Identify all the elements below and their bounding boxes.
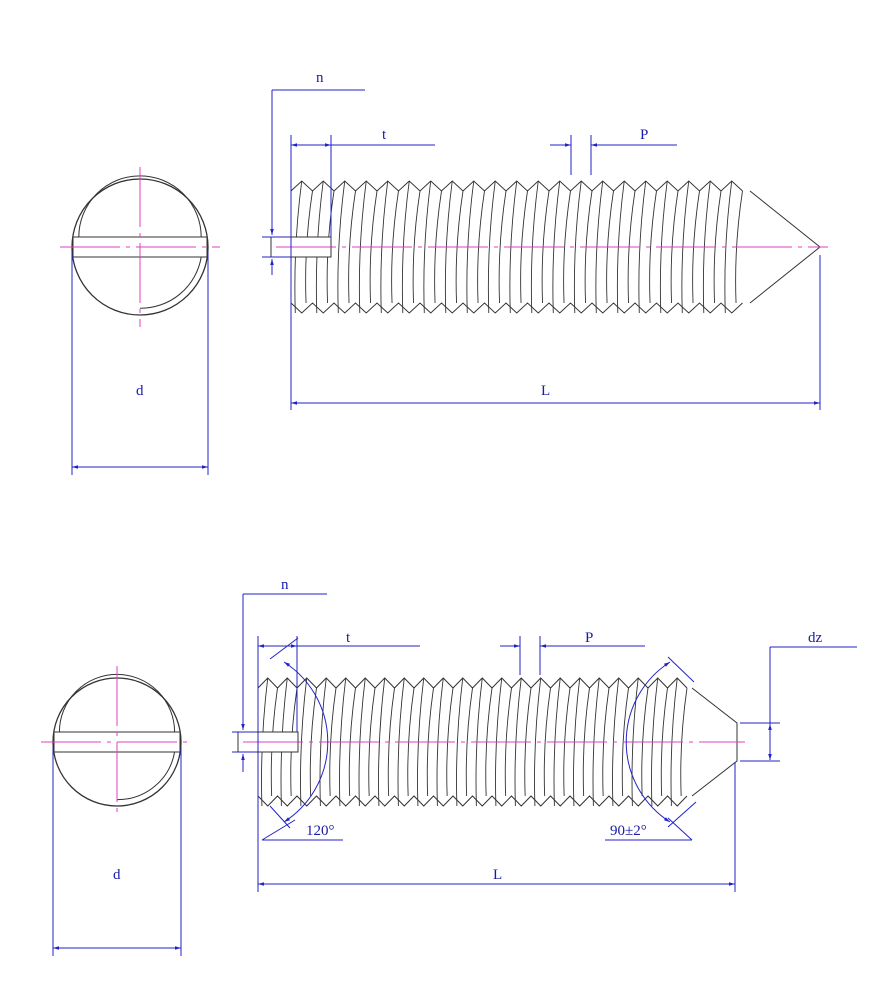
thread-crests-bottom	[257, 795, 688, 807]
thread-line	[649, 190, 657, 304]
leader	[261, 819, 296, 841]
thread-line	[378, 677, 386, 807]
leader	[667, 817, 693, 841]
ext	[667, 801, 697, 828]
thread-line	[573, 180, 582, 314]
thread-line	[423, 180, 432, 314]
thread-crests-top	[290, 180, 743, 192]
top-label-d: d	[136, 383, 144, 399]
thread-line	[465, 687, 473, 797]
bottom-label-L: L	[493, 867, 502, 883]
thread-line	[543, 687, 551, 797]
bottom-label-dz: dz	[808, 630, 823, 646]
top-label-L: L	[541, 383, 550, 399]
ext	[667, 656, 695, 683]
thread-line	[348, 190, 356, 304]
top-label-t: t	[382, 127, 387, 143]
thread-line	[456, 677, 464, 807]
ext	[269, 805, 291, 829]
bottom-label-d: d	[113, 867, 121, 883]
thread-line	[498, 190, 507, 304]
chamfer-angle-arc	[283, 661, 329, 823]
thread-crests-bottom	[290, 302, 743, 314]
top-label-n: n	[316, 70, 324, 86]
ext	[269, 637, 299, 660]
thread-crests-top	[257, 677, 688, 689]
thread-line	[487, 180, 496, 314]
point-angle-arc	[625, 661, 671, 823]
top-view	[60, 89, 828, 475]
bottom-label-P: P	[585, 630, 593, 646]
thread-circle-bottom	[116, 751, 176, 801]
bottom-label-n: n	[281, 577, 289, 593]
thread-line	[412, 190, 421, 304]
thread-line	[387, 687, 395, 797]
bottom-label-point-angle: 90±2°	[610, 823, 647, 839]
bottom-label-chamfer-angle: 120°	[306, 823, 335, 839]
thread-line	[534, 677, 542, 807]
thread-line	[337, 180, 346, 314]
thread-circle-bottom	[139, 256, 202, 309]
thread-line	[563, 190, 571, 304]
bottom-view	[41, 593, 857, 956]
bottom-label-t: t	[346, 630, 351, 646]
top-label-P: P	[640, 127, 648, 143]
